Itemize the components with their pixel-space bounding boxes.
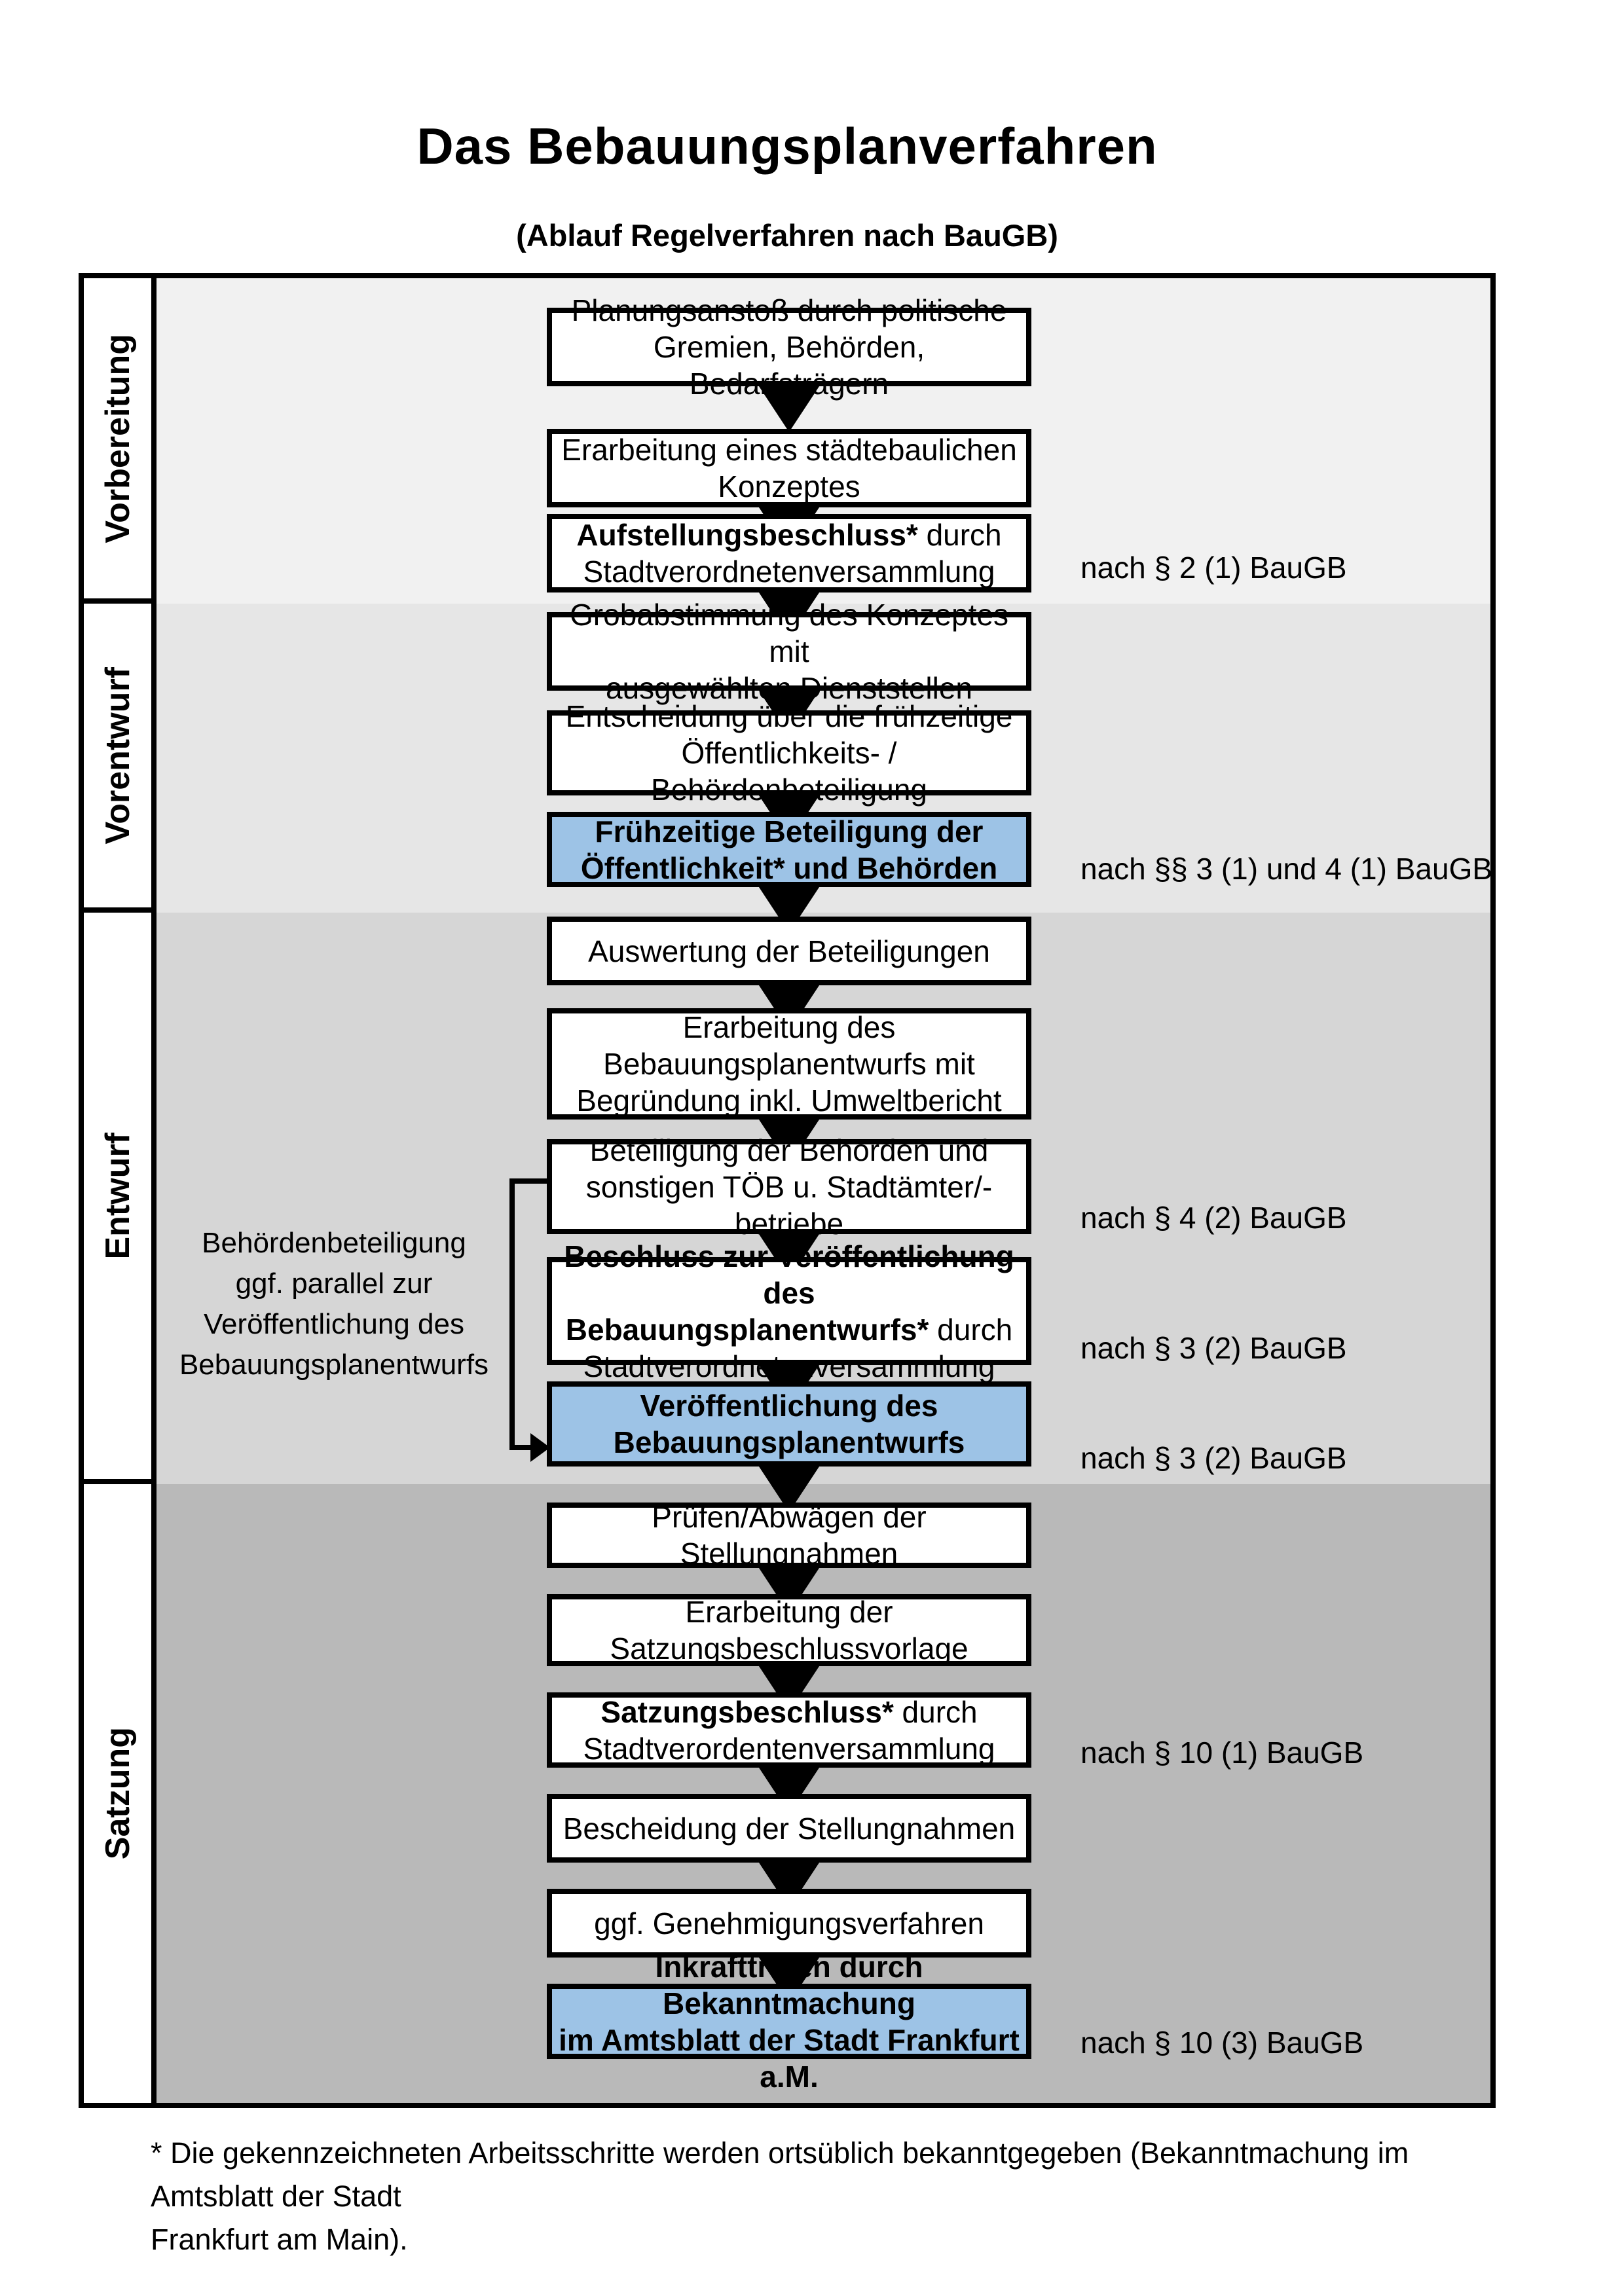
band-vorentwurf [157,604,1490,913]
phase-label-vorentwurf: Vorentwurf [98,666,137,845]
phase-bands [157,278,1490,2103]
phase-label-entwurf: Entwurf [98,1132,137,1260]
phase-cell-entwurf: Entwurf [84,913,151,1484]
page-subtitle: (Ablauf Regelverfahren nach BauGB) [516,218,1058,253]
page-title: Das Bebauungsplanverfahren [416,117,1158,175]
footnote: * Die gekennzeichneten Arbeitsschritte w… [151,2132,1513,2261]
footnote-line: Frankfurt am Main). [151,2223,408,2256]
band-vorbereitung [157,278,1490,604]
band-entwurf [157,913,1490,1484]
band-satzung [157,1484,1490,2103]
phase-label-satzung: Satzung [98,1727,137,1860]
process-frame: Vorbereitung Vorentwurf Entwurf Satzung [79,273,1496,2108]
phase-label-vorbereitung: Vorbereitung [98,333,137,543]
phase-cell-satzung: Satzung [84,1484,151,2103]
phase-label-column: Vorbereitung Vorentwurf Entwurf Satzung [84,278,151,2103]
label-column-divider [151,278,157,2103]
phase-cell-vorentwurf: Vorentwurf [84,604,151,913]
phase-cell-vorbereitung: Vorbereitung [84,278,151,604]
footnote-line: * Die gekennzeichneten Arbeitsschritte w… [151,2136,1409,2213]
